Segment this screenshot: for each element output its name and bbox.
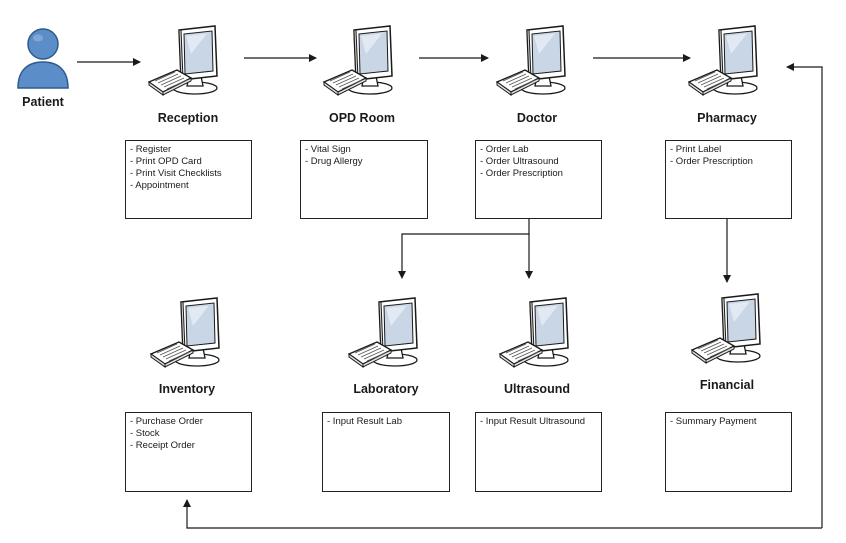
laboratory-title: Laboratory <box>353 382 419 396</box>
arrow-financial-to-pharmacy-loop <box>786 63 823 528</box>
arrow-loop-to-inventory <box>183 499 822 529</box>
reception-workstation-icon <box>145 24 229 105</box>
doctor-title: Doctor <box>516 111 558 125</box>
reception-task-box: - Register- Print OPD Card- Print Visit … <box>125 140 252 219</box>
laboratory-workstation-icon <box>345 296 429 377</box>
financial-title: Financial <box>699 378 755 392</box>
pharmacy-task-box: - Print Label- Order Prescription <box>665 140 792 219</box>
task-item: - Print Label <box>670 144 722 155</box>
person-icon <box>17 28 69 89</box>
inventory-workstation-icon <box>147 296 231 377</box>
task-item: - Print OPD Card <box>130 156 202 167</box>
financial-workstation-icon <box>688 292 772 373</box>
laboratory-task-box: - Input Result Lab <box>322 412 450 492</box>
task-item: - Order Lab <box>480 144 529 155</box>
reception-title: Reception <box>157 111 219 125</box>
task-item: - Summary Payment <box>670 416 757 427</box>
doctor-workstation-icon <box>493 24 577 105</box>
pharmacy-title: Pharmacy <box>697 111 757 125</box>
task-item: - Stock <box>130 428 160 439</box>
task-item: - Register <box>130 144 172 155</box>
ultrasound-title: Ultrasound <box>504 382 570 396</box>
task-item: - Order Prescription <box>480 168 563 179</box>
opd-room-task-box: - Vital Sign- Drug Allergy <box>300 140 428 219</box>
task-item: - Receipt Order <box>130 440 195 451</box>
doctor-task-box: - Order Lab- Order Ultrasound- Order Pre… <box>475 140 602 219</box>
financial-task-box: - Summary Payment <box>665 412 792 492</box>
pharmacy-workstation-icon <box>685 24 769 105</box>
task-item: - Print Visit Checklists <box>130 168 222 179</box>
task-item: - Input Result Ultrasound <box>480 416 586 427</box>
task-item: - Order Prescription <box>670 156 753 167</box>
task-item: - Drug Allergy <box>305 156 363 167</box>
task-item: - Purchase Order <box>130 416 203 427</box>
ultrasound-workstation-icon <box>496 296 580 377</box>
arrow-doctor-to-laboratory <box>398 218 530 279</box>
task-item: - Order Ultrasound <box>480 156 559 167</box>
inventory-task-box: - Purchase Order- Stock- Receipt Order <box>125 412 252 492</box>
task-item: - Appointment <box>130 180 189 191</box>
opd-room-workstation-icon <box>320 24 404 105</box>
patient-label: Patient <box>22 95 64 109</box>
ultrasound-task-box: - Input Result Ultrasound <box>475 412 602 492</box>
inventory-title: Inventory <box>158 382 216 396</box>
task-item: - Vital Sign <box>305 144 351 155</box>
opd-room-title: OPD Room <box>329 111 395 125</box>
task-item: - Input Result Lab <box>327 416 402 427</box>
